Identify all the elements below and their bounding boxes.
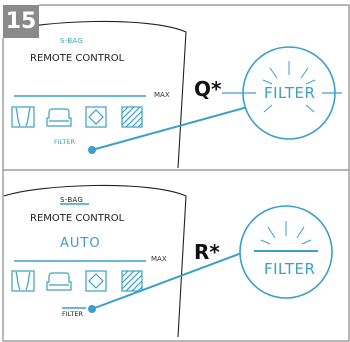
callout-r-label: R*	[194, 240, 220, 264]
blink-rays-top	[262, 61, 316, 113]
armchair-icon	[46, 108, 72, 127]
filter-indicator: FILTER	[54, 138, 75, 146]
remote-title: REMOTE CONTROL	[30, 53, 125, 64]
carpet-icon	[121, 106, 143, 128]
max-label: MAX	[151, 255, 167, 263]
max-label: MAX	[154, 91, 170, 99]
carpet-icon	[121, 270, 143, 292]
remote-outline-bottom	[3, 184, 187, 338]
zoom-filter-label: FILTER	[264, 260, 316, 278]
brand-label: S-BAG	[60, 37, 84, 45]
curtain-icon	[11, 106, 35, 128]
zoom-filter-label: FILTER	[264, 84, 316, 102]
filter-indicator: FILTER	[62, 310, 83, 318]
brand-label: S-BAG	[60, 196, 84, 204]
mattress-icon	[85, 270, 107, 292]
step-number-badge: 15	[3, 5, 39, 38]
blink-rays-bottom	[260, 221, 312, 245]
mode-display: AUTO	[60, 236, 101, 251]
mattress-icon	[85, 106, 107, 128]
callout-q-label: Q*	[194, 77, 222, 101]
remote-title: REMOTE CONTROL	[30, 213, 125, 224]
armchair-icon	[46, 272, 72, 291]
curtain-icon	[11, 270, 35, 292]
